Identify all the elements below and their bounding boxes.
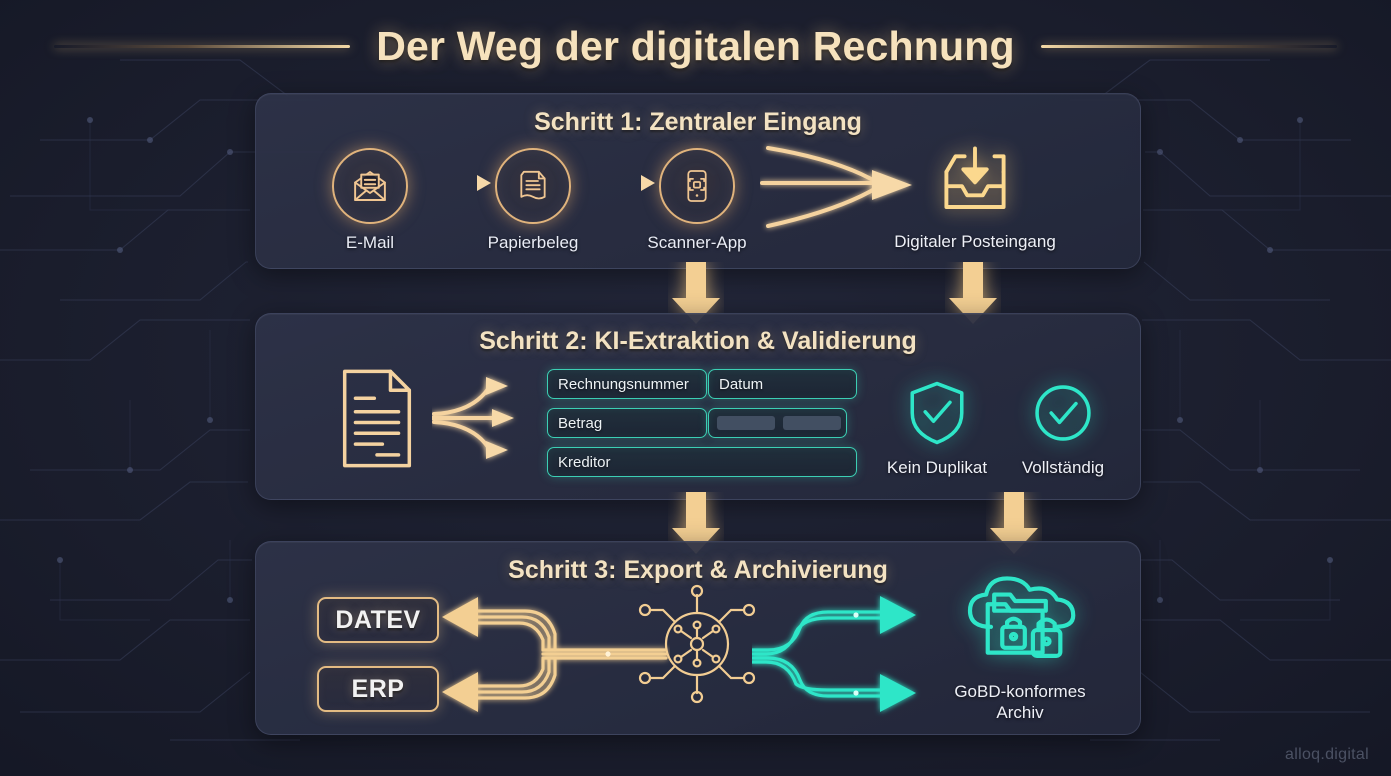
step3-gold-split-arrows [442, 597, 668, 712]
export-target-label: ERP [351, 674, 405, 703]
field-chip-datum[interactable]: Datum [708, 369, 857, 399]
step3-teal-split-arrows [752, 596, 916, 712]
step1-arrow-2 [611, 175, 655, 191]
field-chip-betrag[interactable]: Betrag [547, 408, 707, 438]
inbox-download-icon [944, 146, 1006, 209]
step2-fan-arrows [432, 377, 514, 459]
connector-step2-step3-left [672, 492, 720, 554]
placeholder-bars [709, 416, 841, 430]
page-title-row: Der Weg der digitalen Rechnung [0, 14, 1391, 78]
watermark: alloq.digital [1285, 746, 1369, 763]
step1-arrow-1 [447, 175, 491, 191]
connector-step2-step3-right [990, 492, 1038, 554]
placeholder-bar [717, 416, 775, 430]
export-target-erp[interactable]: ERP [317, 666, 439, 712]
network-hub-icon[interactable] [636, 583, 758, 705]
validation-badge-label: Vollständig [1021, 458, 1105, 477]
field-chip-label: Betrag [558, 414, 603, 432]
phone-scan-icon [659, 148, 735, 224]
step1-title: Schritt 1: Zentraler Eingang [534, 108, 862, 136]
title-rule-right [1040, 44, 1337, 48]
step1-source-scanner-label: Scanner-App [647, 233, 747, 252]
step3-title: Schritt 3: Export & Archivierung [508, 556, 888, 584]
export-target-label: DATEV [335, 605, 421, 634]
circle-check-icon [1035, 385, 1091, 441]
step1-source-paper-label: Papierbeleg [487, 233, 579, 252]
step1-source-email-label: E-Mail [345, 233, 395, 252]
field-chip-label: Datum [719, 375, 764, 393]
step1-source-email[interactable]: E-Mail [305, 148, 435, 253]
validation-badge-complete[interactable]: Vollständig [988, 380, 1138, 478]
document-icon [495, 148, 571, 224]
shield-check-icon [910, 381, 964, 445]
step3-archive-label: GoBD-konformes Archiv [954, 682, 1086, 722]
step1-destination-label: Digitaler Posteingang [894, 232, 1056, 251]
invoice-document-icon [342, 369, 412, 468]
field-chip-label: Kreditor [558, 453, 611, 471]
export-target-datev[interactable]: DATEV [317, 597, 439, 643]
title-rule-left [54, 44, 351, 48]
cloud-lock-archive-icon [967, 576, 1076, 658]
validation-badge-no-duplicate[interactable]: Kein Duplikat [862, 380, 1012, 478]
page-title: Der Weg der digitalen Rechnung [376, 22, 1015, 69]
step1-destination[interactable]: Digitaler Posteingang [860, 143, 1090, 252]
field-chip-label: Rechnungsnummer [558, 375, 689, 393]
step1-source-paper[interactable]: Papierbeleg [468, 148, 598, 253]
step1-merge-arrow [760, 146, 912, 228]
field-chip-placeholder[interactable] [708, 408, 847, 438]
step3-archive[interactable]: GoBD-konformes Archiv [920, 572, 1120, 723]
field-chip-kreditor[interactable]: Kreditor [547, 447, 857, 477]
field-chip-rechnungsnummer[interactable]: Rechnungsnummer [547, 369, 707, 399]
connector-step1-step2-left [672, 262, 720, 324]
connector-step1-step2-right [949, 262, 997, 324]
validation-badge-label: Kein Duplikat [886, 458, 988, 477]
envelope-open-icon [332, 148, 408, 224]
step1-source-scanner[interactable]: Scanner-App [632, 148, 762, 253]
placeholder-bar [783, 416, 841, 430]
step2-title: Schritt 2: KI-Extraktion & Validierung [479, 327, 917, 355]
